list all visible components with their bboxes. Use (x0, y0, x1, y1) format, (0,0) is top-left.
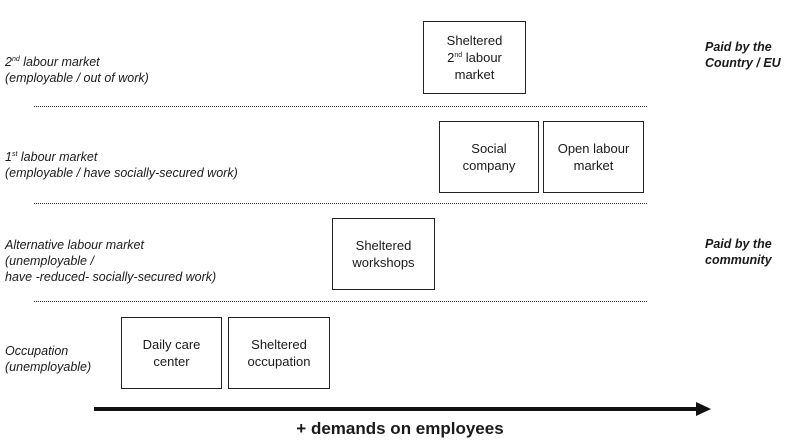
box-social-company: Social company (439, 121, 539, 193)
demands-arrow (94, 401, 714, 422)
payer-line-2: Country / EU (705, 56, 781, 70)
box-text-line: Daily care (142, 337, 201, 352)
payer-country-eu: Paid by the Country / EU (705, 39, 781, 71)
box-text-line: occupation (247, 354, 311, 369)
row-label-sup: st (11, 151, 18, 158)
box-sheltered-2nd-labour-market: Sheltered 2nd labour market (423, 21, 526, 94)
arrow-right-icon (94, 402, 711, 416)
row-label-1st-labour-market: 1st labour market (employable / have soc… (5, 149, 238, 181)
row-label-subtitle: (employable / out of work) (5, 71, 149, 85)
row-label-subtitle: (employable / have socially-secured work… (5, 166, 238, 180)
row-label-prefix: 1 (5, 150, 12, 164)
box-daily-care-center: Daily care center (121, 317, 222, 389)
box-text-prefix: 2 (447, 50, 455, 65)
box-text-line: Open labour (557, 141, 630, 156)
axis-label: + demands on employees (296, 419, 504, 438)
row-label-subtitle: (unemployable) (5, 360, 92, 374)
box-text-sup: nd (454, 52, 463, 59)
box-text-line: workshops (352, 255, 415, 270)
box-sheltered-occupation: Sheltered occupation (228, 317, 330, 389)
payer-line-1: Paid by the (705, 237, 772, 251)
box-text-line: company (462, 158, 516, 173)
payer-community: Paid by the community (705, 236, 772, 268)
row-label-title: Alternative labour market (5, 238, 144, 252)
row-label-2nd-labour-market: 2nd labour market (employable / out of w… (5, 54, 149, 86)
box-text-rest: labour (462, 50, 502, 65)
payer-line-1: Paid by the (705, 40, 772, 54)
row-label-title: labour market (20, 150, 98, 164)
box-text-line: Sheltered (446, 33, 503, 48)
row-label-subtitle-line-1: (unemployable / (5, 254, 94, 268)
row-label-sup: nd (11, 56, 20, 63)
row-label-prefix: 2 (5, 55, 12, 69)
box-text-line: Sheltered (251, 337, 307, 352)
payer-line-2: community (705, 253, 772, 267)
row-label-subtitle-line-2: have -reduced- socially-secured work) (5, 270, 217, 284)
row-divider (34, 106, 647, 107)
box-text-line: market (454, 67, 495, 82)
box-open-labour-market: Open labour market (543, 121, 644, 193)
box-text-line: market (573, 158, 614, 173)
box-sheltered-workshops: Sheltered workshops (332, 218, 435, 290)
row-label-alternative-labour-market: Alternative labour market (unemployable … (5, 237, 216, 285)
box-text-line: center (153, 354, 190, 369)
row-label-occupation: Occupation (unemployable) (5, 343, 91, 375)
box-text-line: Social (471, 141, 507, 156)
box-text-line: Sheltered (355, 238, 412, 253)
row-divider (34, 203, 647, 204)
row-label-title: labour market (23, 55, 100, 69)
row-label-title: Occupation (5, 344, 69, 358)
row-divider (34, 301, 647, 302)
